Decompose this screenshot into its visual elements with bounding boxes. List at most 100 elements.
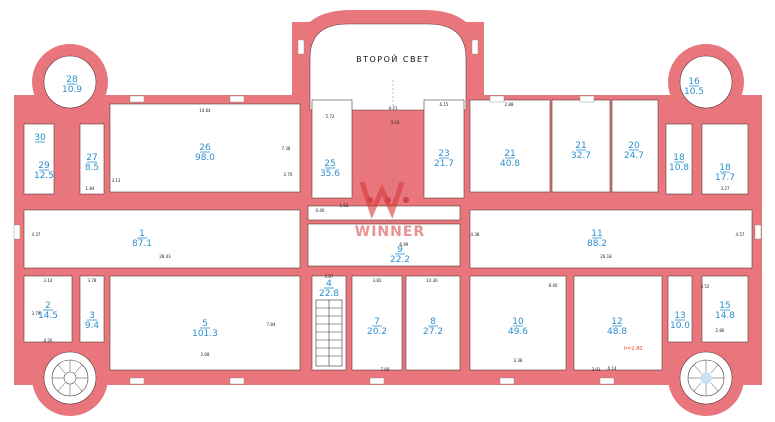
double-light-area: [309, 23, 467, 111]
room-number: 18: [719, 163, 731, 173]
watermark-text: WINNER: [355, 224, 425, 240]
corridor-11: [469, 209, 753, 269]
room-number: 5: [202, 319, 208, 329]
room-22: [469, 99, 551, 193]
room-16-tower: [679, 55, 733, 109]
passage-top: [307, 205, 461, 221]
room-number: 1: [139, 229, 145, 239]
dimension-label: 0.40: [316, 208, 325, 213]
room-number: 10: [512, 317, 524, 327]
room-area: 48.8: [607, 327, 627, 337]
room-number: 29: [38, 161, 50, 171]
room-area: 88.2: [587, 239, 607, 249]
room-label-r4: 422.8: [319, 279, 339, 299]
room-number: 18: [673, 153, 685, 163]
room-number: 9: [397, 245, 403, 255]
dimension-label: 3.78: [88, 278, 97, 283]
room-area: 87.1: [132, 239, 152, 249]
room-area: 20.2: [367, 327, 387, 337]
dimension-label: 9.73: [389, 106, 398, 111]
room-label-r27: 278.5: [85, 153, 99, 173]
room-area: 10.8: [669, 163, 689, 173]
room-number: 30: [34, 133, 46, 143]
room-17: [701, 123, 749, 195]
room-number: 27: [86, 153, 97, 163]
dimension-label: 14.30: [426, 278, 438, 283]
room-5: [109, 275, 301, 371]
room-area: 32.7: [571, 151, 591, 161]
room-label-r9: 922.2: [390, 245, 410, 265]
room-area: 12.5: [34, 171, 54, 181]
room-area: 101.3: [192, 329, 218, 339]
room-area: 14.5: [38, 311, 58, 321]
dimension-label: 7.69: [381, 367, 390, 372]
dimension-label: 3.27: [721, 186, 730, 191]
room-number: 20: [628, 141, 640, 151]
dimension-label: 14.64: [199, 108, 211, 113]
room-23: [423, 99, 465, 199]
room-number: 26: [199, 143, 211, 153]
dimension-label: 6.99: [400, 242, 409, 247]
room-area: 35.6: [320, 169, 340, 179]
room-13: [667, 275, 693, 343]
room-area: 22.2: [390, 255, 410, 265]
dimension-label: 4.26: [44, 338, 53, 343]
room-number: 8: [430, 317, 436, 327]
dimension-label: 3.79: [32, 311, 41, 316]
dimension-label: 7.84: [267, 322, 276, 327]
room-number: 12: [611, 317, 622, 327]
dimension-label: 4.57: [736, 232, 745, 237]
room-area: 8.5: [85, 163, 99, 173]
room-3: [79, 275, 105, 343]
dimension-label: 6.15: [440, 102, 449, 107]
dimension-label: 26.18: [600, 254, 612, 259]
hall-9: [307, 223, 461, 267]
room-28-tower: [43, 55, 97, 109]
dimension-label: 1.84: [86, 186, 95, 191]
room-number: 25: [324, 159, 335, 169]
dimension-label: 1.93: [340, 203, 349, 208]
room-number: 7: [374, 317, 380, 327]
room-label-r1: 187.1: [132, 229, 152, 249]
room-18: [665, 123, 693, 195]
room-area: 27.2: [423, 327, 443, 337]
room-label-r7: 720.2: [367, 317, 387, 337]
staircase-icon: [315, 299, 343, 367]
watermark-logo-icon: [359, 181, 409, 219]
windows: [13, 39, 762, 385]
dimension-label: 4.38: [471, 232, 480, 237]
room-number: 2: [45, 301, 51, 311]
dimension-label: 3.87: [325, 274, 334, 279]
dimension-label: 4.52: [701, 284, 710, 289]
room-area: 10.0: [670, 321, 690, 331]
room-area: 17.7: [715, 173, 735, 183]
room-area: 24.7: [624, 151, 644, 161]
room-area: 40.8: [500, 159, 520, 169]
room-27: [79, 123, 105, 195]
room-area: 10.9: [62, 85, 82, 95]
room-area: 10.5: [684, 87, 704, 97]
room-12: [573, 275, 663, 371]
room-number: 15: [719, 301, 730, 311]
room-number: 16: [688, 77, 700, 87]
dimension-label: 28.43: [159, 254, 171, 259]
dimension-label: 3.82: [373, 278, 382, 283]
room-area: 98.0: [195, 153, 215, 163]
room-25: [311, 99, 353, 199]
room-8: [405, 275, 461, 371]
room-area: 49.6: [508, 327, 528, 337]
dimension-label: 3.01: [592, 367, 601, 372]
room-number: 3: [89, 311, 95, 321]
room-label-r8: 827.2: [423, 317, 443, 337]
room-area: 22.8: [319, 289, 339, 299]
